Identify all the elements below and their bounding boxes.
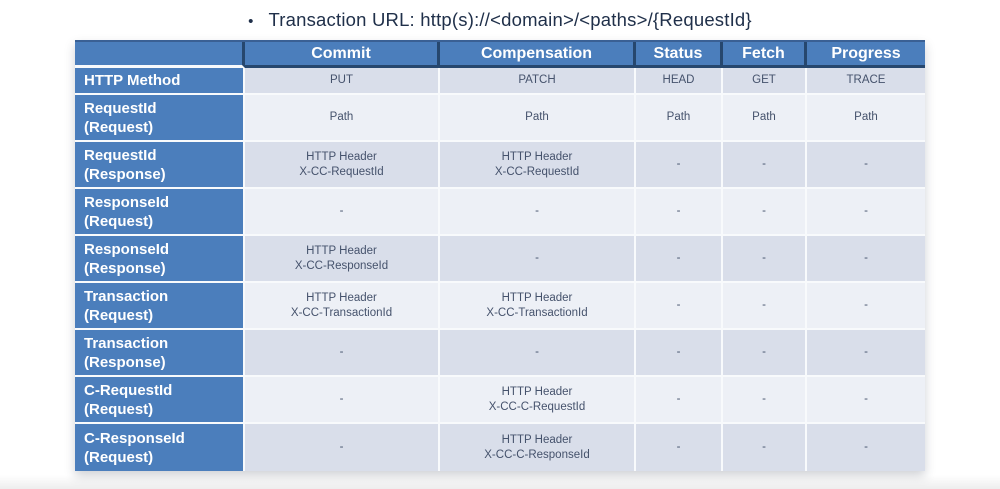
table-cell: HTTP Header X-CC-RequestId <box>440 142 636 189</box>
table-cell: - <box>636 424 723 471</box>
row-header-cell: HTTP Method <box>75 68 245 95</box>
table-row: RequestId (Response)HTTP Header X-CC-Req… <box>75 142 925 189</box>
table-row: ResponseId (Response)HTTP Header X-CC-Re… <box>75 236 925 283</box>
page-title-text: Transaction URL: http(s)://<domain>/<pat… <box>268 9 752 30</box>
table-cell: - <box>807 377 925 424</box>
header-compensation: Compensation <box>440 42 636 68</box>
table-cell: - <box>807 189 925 236</box>
table-cell: - <box>723 377 807 424</box>
table-cell: PUT <box>245 68 440 95</box>
table-cell: TRACE <box>807 68 925 95</box>
table-cell: - <box>723 236 807 283</box>
header-status: Status <box>636 42 723 68</box>
row-header-cell: Transaction (Request) <box>75 283 245 330</box>
table-cell: - <box>807 424 925 471</box>
bullet-icon: • <box>248 12 254 30</box>
transaction-url-table: Commit Compensation Status Fetch Progres… <box>75 40 925 471</box>
header-fetch: Fetch <box>723 42 807 68</box>
table-cell: Path <box>723 95 807 142</box>
table-cell: Path <box>636 95 723 142</box>
table-cell: - <box>636 283 723 330</box>
table-cell: PATCH <box>440 68 636 95</box>
page-title: • Transaction URL: http(s)://<domain>/<p… <box>0 4 1000 36</box>
table-cell: - <box>807 142 925 189</box>
row-header-cell: ResponseId (Response) <box>75 236 245 283</box>
table-cell: - <box>440 330 636 377</box>
table-cell: Path <box>807 95 925 142</box>
table-cell: - <box>723 189 807 236</box>
table-cell: - <box>636 142 723 189</box>
table-cell: GET <box>723 68 807 95</box>
row-header-cell: C-RequestId (Request) <box>75 377 245 424</box>
header-corner-cell <box>75 42 245 68</box>
table-cell: - <box>723 142 807 189</box>
table-cell: HTTP Header X-CC-C-ResponseId <box>440 424 636 471</box>
table-row: Transaction (Response)----- <box>75 330 925 377</box>
table-row: C-ResponseId (Request)-HTTP Header X-CC-… <box>75 424 925 471</box>
header-progress: Progress <box>807 42 925 68</box>
table-cell: - <box>807 330 925 377</box>
table-cell: - <box>245 424 440 471</box>
table-cell: Path <box>245 95 440 142</box>
table-cell: - <box>245 377 440 424</box>
table-cell: HTTP Header X-CC-C-RequestId <box>440 377 636 424</box>
table-cell: - <box>245 330 440 377</box>
table-cell: - <box>636 330 723 377</box>
table-cell: HTTP Header X-CC-ResponseId <box>245 236 440 283</box>
table-cell: - <box>636 189 723 236</box>
table-header-row: Commit Compensation Status Fetch Progres… <box>75 40 925 68</box>
row-header-cell: Transaction (Response) <box>75 330 245 377</box>
table-cell: - <box>807 283 925 330</box>
row-header-cell: RequestId (Response) <box>75 142 245 189</box>
table-cell: - <box>723 283 807 330</box>
table-cell: - <box>440 236 636 283</box>
table-row: ResponseId (Request)----- <box>75 189 925 236</box>
table-cell: - <box>636 236 723 283</box>
header-commit: Commit <box>245 42 440 68</box>
table-cell: Path <box>440 95 636 142</box>
table-cell: - <box>723 424 807 471</box>
row-header-cell: ResponseId (Request) <box>75 189 245 236</box>
table-cell: - <box>636 377 723 424</box>
table-row: Transaction (Request)HTTP Header X-CC-Tr… <box>75 283 925 330</box>
table-cell: HTTP Header X-CC-TransactionId <box>245 283 440 330</box>
table-cell: - <box>807 236 925 283</box>
row-header-cell: C-ResponseId (Request) <box>75 424 245 471</box>
table-cell: - <box>723 330 807 377</box>
table-cell: - <box>245 189 440 236</box>
table-cell: HEAD <box>636 68 723 95</box>
table-cell: HTTP Header X-CC-RequestId <box>245 142 440 189</box>
table-cell: - <box>440 189 636 236</box>
row-header-cell: RequestId (Request) <box>75 95 245 142</box>
table-row: C-RequestId (Request)-HTTP Header X-CC-C… <box>75 377 925 424</box>
table-cell: HTTP Header X-CC-TransactionId <box>440 283 636 330</box>
